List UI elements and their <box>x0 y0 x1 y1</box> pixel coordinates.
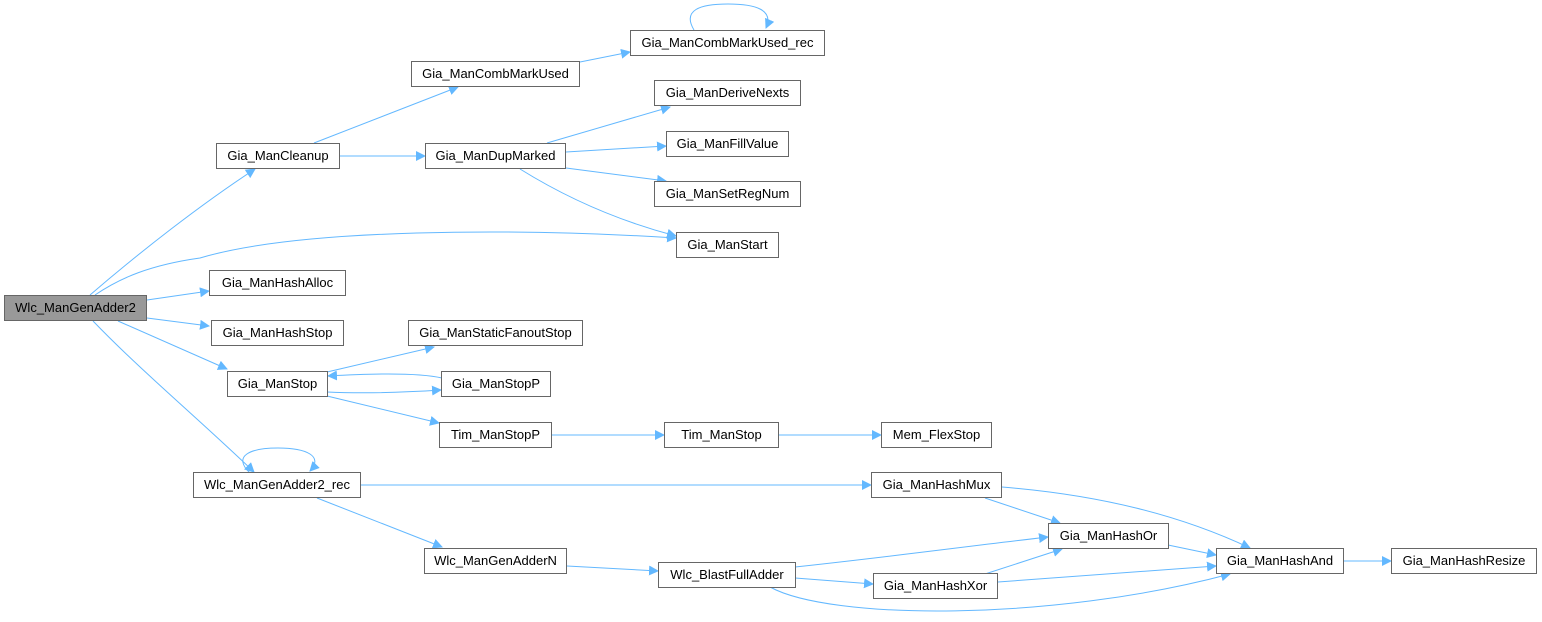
edge-root-to-cleanup <box>89 168 256 296</box>
node-gia-manhashand[interactable]: Gia_ManHashAnd <box>1216 548 1344 574</box>
node-gia-manhashresize[interactable]: Gia_ManHashResize <box>1391 548 1537 574</box>
node-gia-manstart[interactable]: Gia_ManStart <box>676 232 779 258</box>
node-gia-manhashstop[interactable]: Gia_ManHashStop <box>211 320 344 346</box>
node-wlc-blastfulladder[interactable]: Wlc_BlastFullAdder <box>658 562 796 588</box>
edge-dupmarked-to-derivenexts <box>546 104 671 144</box>
edge-root-to-hashstop <box>146 317 210 330</box>
node-gia-manhashxor[interactable]: Gia_ManHashXor <box>873 573 998 599</box>
edge-dupmarked-to-manstart <box>519 168 677 239</box>
node-wlc-mangenaddern[interactable]: Wlc_ManGenAdderN <box>424 548 567 574</box>
edge-manstop-to-staticfanoutstop <box>326 344 435 373</box>
node-gia-manhashalloc[interactable]: Gia_ManHashAlloc <box>209 270 346 296</box>
node-tim-manstop[interactable]: Tim_ManStop <box>664 422 779 448</box>
edge-manstop-to-stopp <box>326 385 442 396</box>
node-mem-flexstop[interactable]: Mem_FlexStop <box>881 422 992 448</box>
edge-root-to-hashalloc <box>146 287 210 301</box>
node-tim-manstopp[interactable]: Tim_ManStopP <box>439 422 552 448</box>
edge-root-to-manstop <box>117 320 228 370</box>
edge-dupmarked-to-fillvalue <box>565 141 667 153</box>
edge-hashxor-to-hashor <box>984 547 1063 575</box>
edge-hashmux-to-hashor <box>984 497 1061 525</box>
node-gia-mancleanup[interactable]: Gia_ManCleanup <box>216 143 340 169</box>
edge-adder2rec-self <box>242 447 320 474</box>
node-gia-mandupmarked[interactable]: Gia_ManDupMarked <box>425 143 566 169</box>
edge-rec-self <box>689 3 775 31</box>
node-wlc-mangenadder2: Wlc_ManGenAdder2 <box>4 295 147 321</box>
edge-blastfulladder-to-hashor <box>794 533 1049 568</box>
edge-manstop-to-timstopp <box>326 395 440 426</box>
node-gia-manfillvalue[interactable]: Gia_ManFillValue <box>666 131 789 157</box>
node-gia-manhashmux[interactable]: Gia_ManHashMux <box>871 472 1002 498</box>
edge-hashor-to-hashand <box>1167 544 1217 559</box>
node-gia-mansetregnum[interactable]: Gia_ManSetRegNum <box>654 181 801 207</box>
edge-blastfulladder-to-hashxor <box>794 577 874 589</box>
node-gia-manstopp[interactable]: Gia_ManStopP <box>441 371 551 397</box>
node-gia-mancombmarkused-rec[interactable]: Gia_ManCombMarkUsed_rec <box>630 30 825 56</box>
edge-hashmux-to-hashand <box>1001 486 1251 549</box>
edge-combmarkused-to-rec <box>579 48 631 63</box>
node-gia-manhashor[interactable]: Gia_ManHashOr <box>1048 523 1169 549</box>
edge-dupmarked-to-setregnum <box>565 167 667 185</box>
node-gia-mancombmarkused[interactable]: Gia_ManCombMarkUsed <box>411 61 580 87</box>
node-gia-manstaticfanoutstop[interactable]: Gia_ManStaticFanoutStop <box>408 320 583 346</box>
edge-root-to-adder2rec <box>92 320 255 473</box>
edge-root-to-manstart <box>94 231 677 296</box>
node-gia-manderivenexts[interactable]: Gia_ManDeriveNexts <box>654 80 801 106</box>
edge-adder2rec-to-addern <box>316 497 443 549</box>
edge-cleanup-to-combmarkused <box>313 85 459 144</box>
edge-hashxor-to-hashand <box>997 561 1217 583</box>
node-wlc-mangenadder2-rec[interactable]: Wlc_ManGenAdder2_rec <box>193 472 361 498</box>
node-gia-manstop[interactable]: Gia_ManStop <box>227 371 328 397</box>
edge-stopp-to-manstop <box>327 370 443 381</box>
edge-blastfulladder-to-hashand <box>769 571 1231 612</box>
edge-addern-to-blastfulladder <box>566 565 659 576</box>
